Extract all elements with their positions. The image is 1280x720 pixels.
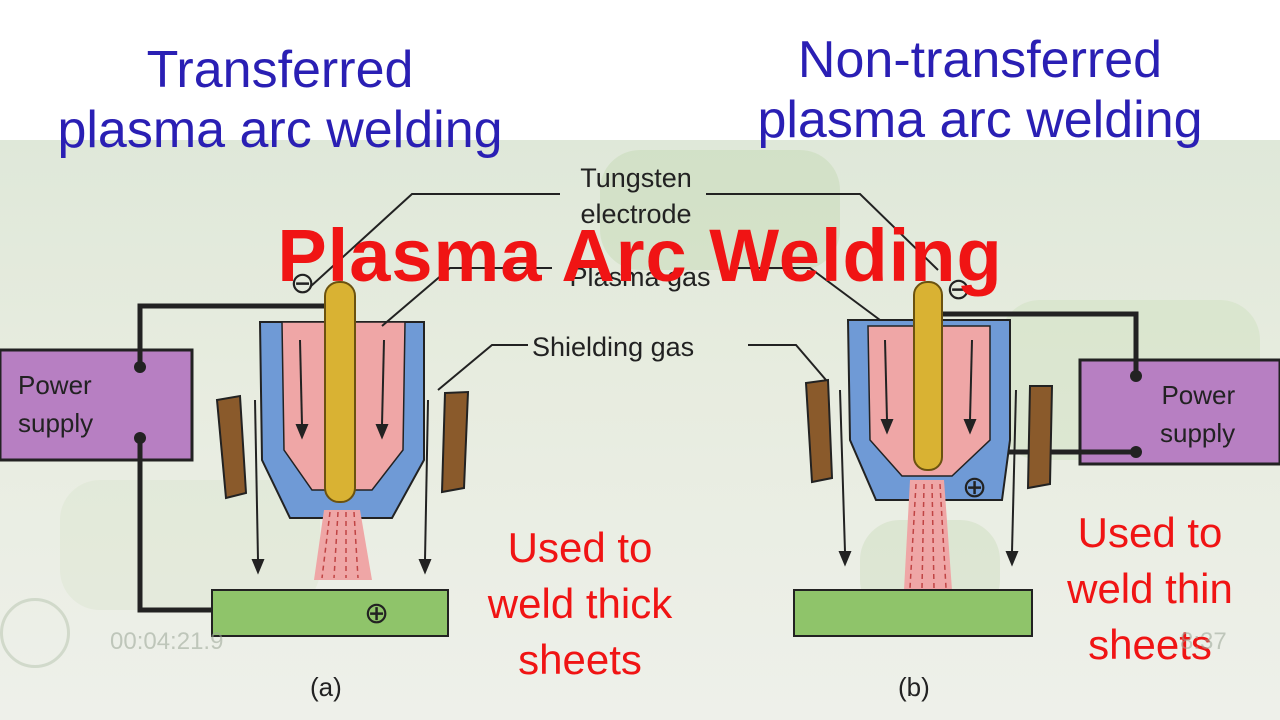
note-right-line2: weld thin	[1067, 565, 1233, 612]
note-right-line1: Used to	[1077, 509, 1223, 556]
label-shielding-gas: Shielding gas	[532, 332, 695, 362]
wire-positive-left	[137, 438, 212, 613]
shield-cup-left-b	[804, 378, 834, 484]
transferred-torch	[0, 193, 560, 637]
background-blur-shape	[600, 150, 840, 270]
plasma-arc-column	[314, 510, 372, 580]
tungsten-electrode	[324, 281, 356, 503]
wire-negative-left	[137, 303, 330, 367]
shield-cup-right-b	[1026, 385, 1054, 490]
note-left-line2: weld thick	[487, 580, 673, 627]
title-transferred: Transferred plasma arc welding	[0, 40, 560, 160]
tungsten-electrode-b	[913, 281, 943, 471]
plasma-jet	[904, 480, 952, 590]
non-transferred-torch	[706, 193, 1280, 637]
label-plasma-gas: Plasma gas	[569, 262, 711, 292]
caption-b: (b)	[898, 672, 930, 702]
wire-negative-right	[930, 311, 1139, 376]
title-non-transferred-line1: Non-transferred	[797, 31, 1163, 89]
negative-symbol-right: ⊖	[946, 273, 972, 306]
white-header-area	[0, 0, 1280, 140]
power-supply-left-box	[0, 348, 194, 462]
power-supply-right-line2: supply	[1160, 418, 1236, 448]
positive-symbol-right: ⊕	[962, 471, 988, 504]
main-title: Plasma Arc Welding	[277, 214, 1003, 297]
note-left-line3: sheets	[518, 636, 642, 683]
workpiece-right	[793, 589, 1033, 637]
note-transferred-use: Used to weld thick sheets	[460, 520, 700, 688]
title-transferred-line2: plasma arc welding	[57, 101, 503, 159]
caption-a: (a)	[310, 672, 342, 702]
label-tungsten-line2: electrode	[580, 199, 692, 229]
power-supply-left-label: Power supply	[18, 366, 93, 442]
workpiece-left	[211, 589, 449, 637]
title-non-transferred: Non-transferred plasma arc welding	[700, 30, 1260, 150]
negative-symbol-left: ⊖	[290, 267, 316, 300]
play-button[interactable]	[0, 598, 70, 668]
title-non-transferred-line2: plasma arc welding	[757, 91, 1203, 149]
video-current-time: 00:04:21.9	[110, 628, 224, 655]
power-supply-left-line2: supply	[18, 408, 94, 438]
video-total-time: 8:37	[1180, 628, 1227, 655]
power-supply-right-label: Power supply	[1160, 376, 1235, 452]
power-supply-left-line1: Power	[18, 370, 92, 400]
background-blur-shape	[60, 480, 320, 610]
note-non-transferred-use: Used to weld thin sheets	[1040, 505, 1260, 673]
shield-cup-right	[440, 390, 470, 494]
power-supply-right-box	[1078, 358, 1280, 466]
shield-cup-left	[215, 394, 248, 500]
title-transferred-line1: Transferred	[146, 41, 414, 99]
note-right-line3: sheets	[1088, 621, 1212, 668]
note-left-line1: Used to	[507, 524, 653, 571]
label-tungsten-electrode: Tungsten electrode	[566, 160, 706, 232]
power-supply-right-line1: Power	[1161, 380, 1236, 410]
positive-symbol-left: ⊕	[364, 597, 390, 630]
label-tungsten-line1: Tungsten	[580, 163, 692, 193]
